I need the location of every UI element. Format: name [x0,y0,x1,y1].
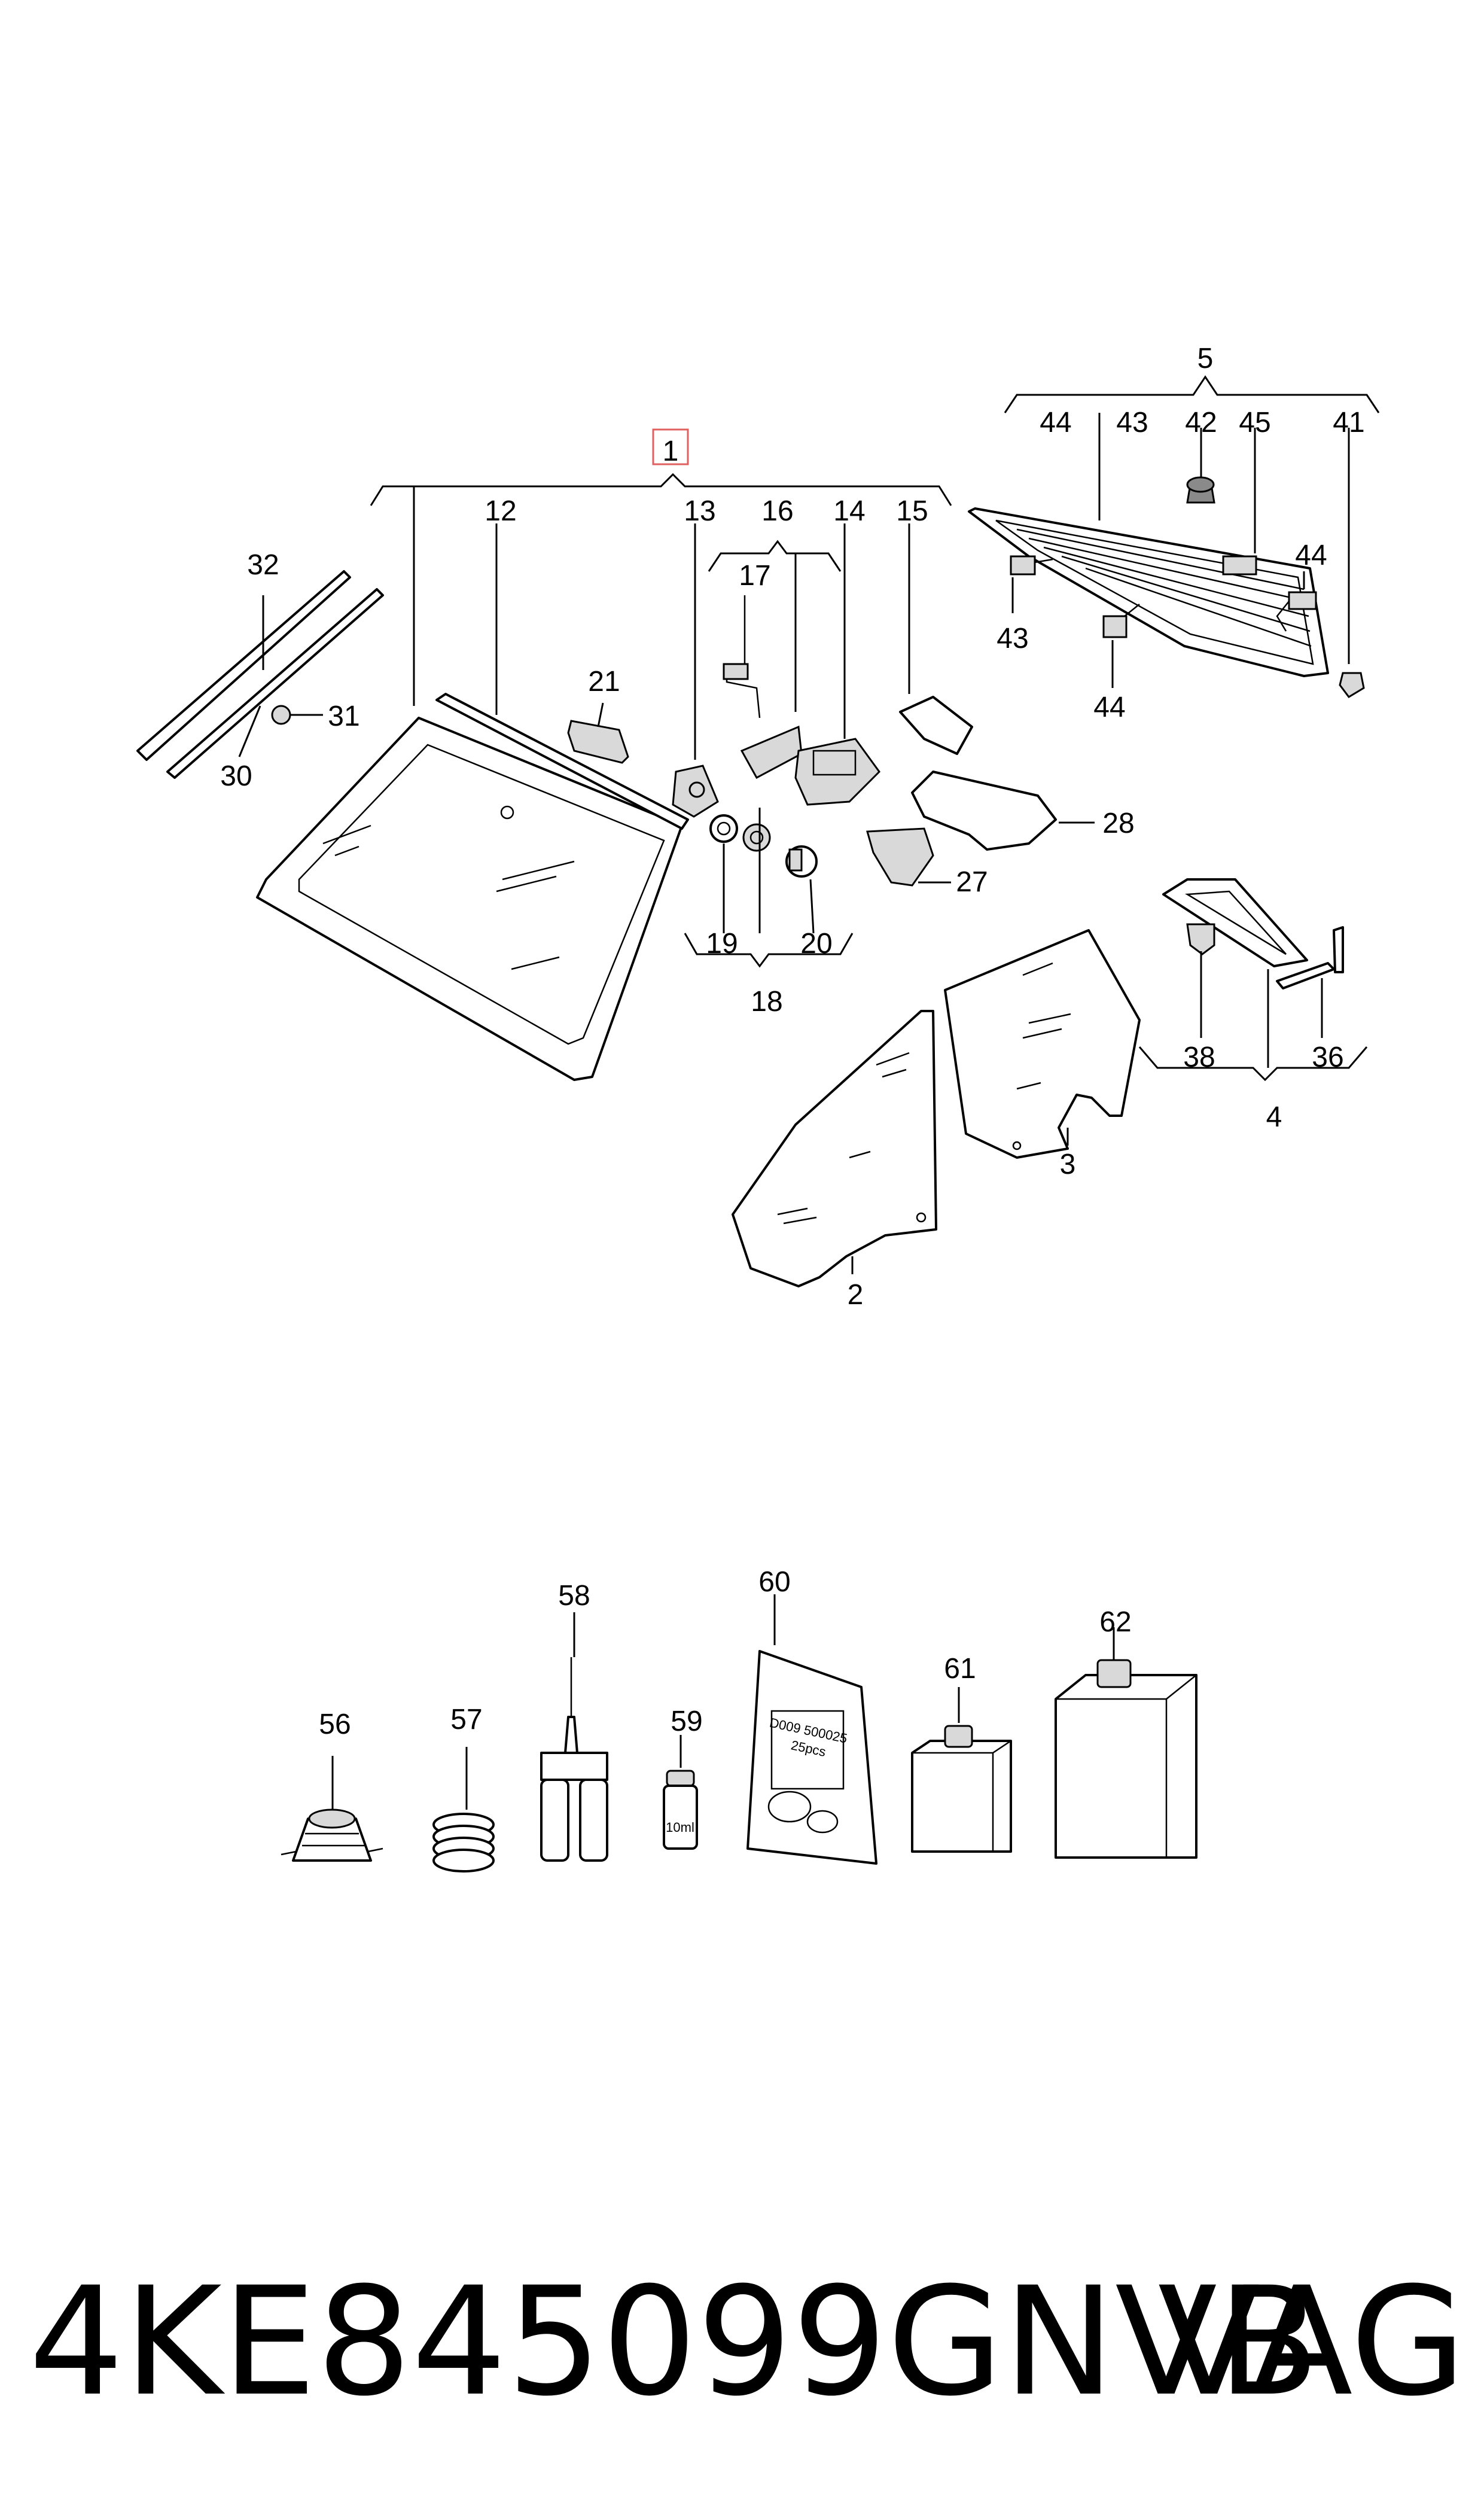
brand-name: VAG [1157,2255,1466,2429]
callout-61: 61 [944,1653,976,1685]
cover-28 [911,771,1057,851]
callout-12: 12 [484,495,516,527]
callout-17: 17 [739,560,770,592]
callout-45: 45 [1239,407,1270,439]
callout-44-lower: 44 [1093,692,1125,723]
callout-44-top: 44 [1040,407,1071,439]
callout-43-top: 43 [1116,407,1148,439]
callout-41: 41 [1333,407,1364,439]
door-glass-3 [944,929,1141,1159]
callout-59: 59 [671,1706,702,1737]
quarter-glass [1162,878,1308,967]
door-glass-2 [732,1010,937,1287]
callout-28: 28 [1102,808,1134,839]
callout-44-right: 44 [1295,540,1327,571]
ring-19 [709,814,738,843]
callout-31: 31 [328,701,359,732]
bottle-62 [1055,1659,1197,1859]
bottle-61 [911,1725,1012,1853]
connector-44-lower [1102,604,1140,638]
clip-41 [1339,672,1365,698]
bracket-group-1 [370,428,952,760]
callout-32: 32 [247,549,279,581]
callout-27: 27 [956,866,988,898]
bottle-volume-label: 10ml [666,1820,694,1835]
callout-60: 60 [758,1566,790,1598]
callout-14: 14 [833,495,865,527]
cartridge-58 [540,1657,608,1862]
callout-36: 36 [1312,1042,1343,1073]
callout-57: 57 [450,1704,482,1735]
bracket-14 [794,738,880,806]
callout-2: 2 [848,1279,864,1311]
footer: 4KE845099GNVB VAG [0,2258,1484,2426]
pouch-60: D009 500025 25pcs [746,1650,877,1865]
bracket-group-4 [1138,1046,1368,1082]
windscreen-glass [256,717,683,1081]
callout-56: 56 [319,1709,351,1740]
callout-62: 62 [1099,1606,1131,1638]
cover-27 [866,827,934,887]
cover-21 [567,720,629,764]
bracket-16 [740,725,803,780]
trim-strip-32 [136,570,351,761]
callout-5: 5 [1197,343,1214,374]
callout-38: 38 [1183,1042,1215,1073]
sealing-cord-57 [432,1813,495,1872]
callout-43-left: 43 [997,623,1028,654]
grommet-42 [1186,476,1215,504]
clip-20 [785,845,818,878]
callout-1-highlight-box [652,428,689,465]
callout-1: 1 [663,436,679,467]
connector-44-right [1276,591,1317,632]
bracket-group-5 [1004,375,1380,664]
bottle-59: 10ml [663,1770,698,1850]
clip-38 [1186,923,1215,955]
callout-3: 3 [1060,1149,1076,1180]
callout-16: 16 [761,495,793,527]
bracket-15 [899,696,973,755]
ring-18 [742,823,771,852]
callout-58: 58 [558,1580,590,1612]
callout-13: 13 [684,495,715,527]
callout-19: 19 [706,928,738,960]
callout-21: 21 [588,666,620,698]
callout-20: 20 [800,928,832,960]
callout-15: 15 [896,495,928,527]
windscreen-upper-seal [435,693,689,830]
callout-4: 4 [1266,1101,1282,1133]
trim-strip-30 [166,588,384,779]
connector-45 [1222,555,1257,576]
callout-18: 18 [751,986,782,1018]
bracket-group-18 [684,933,854,968]
bracket-group-16 [708,540,842,572]
sensor-17 [723,595,761,718]
clip-31 [271,705,323,725]
callout-42: 42 [1185,407,1217,439]
sealing-cone-56 [281,1808,383,1862]
part-number: 4KE845099GNVB [29,2255,1320,2429]
callout-30: 30 [220,760,252,792]
mount-13 [672,765,719,818]
connector-43-left [1010,555,1053,576]
seal-36 [1276,926,1344,989]
